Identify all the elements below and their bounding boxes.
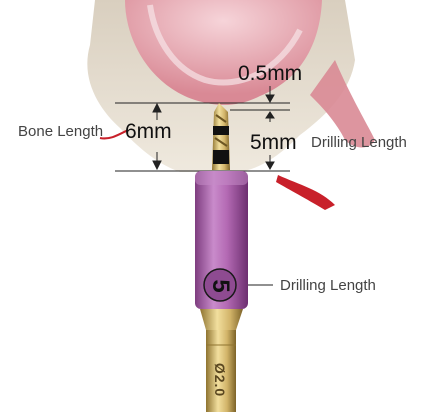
bone-length-value: 6mm <box>125 121 172 142</box>
drilling-length-label-side: Drilling Length <box>280 278 376 293</box>
gap-value: 0.5mm <box>238 63 302 84</box>
drilling-length-value: 5mm <box>250 132 297 153</box>
bone-length-label: Bone Length <box>18 124 103 139</box>
shaft-marking: Ø2.0 <box>212 363 228 397</box>
drilling-length-label-top: Drilling Length <box>311 135 407 150</box>
collar-number: 5 <box>206 275 234 297</box>
